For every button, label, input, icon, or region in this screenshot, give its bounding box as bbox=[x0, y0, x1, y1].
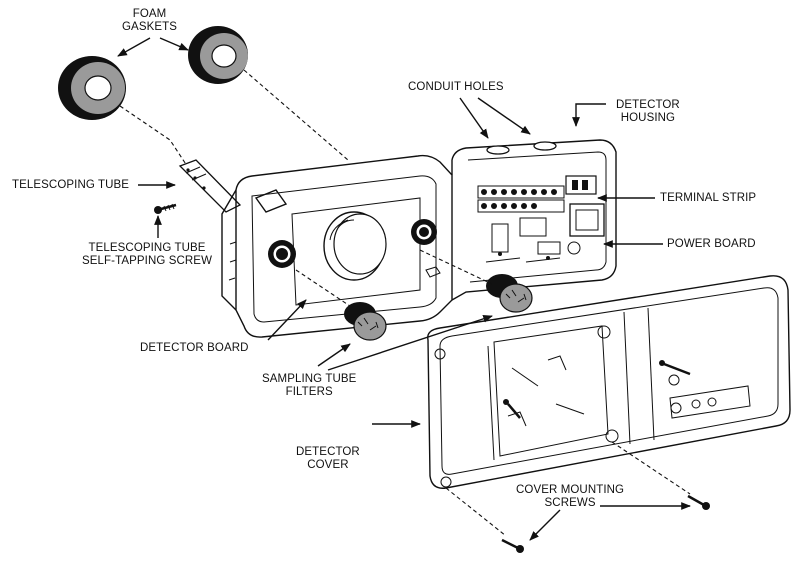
label-conduit-holes: CONDUIT HOLES bbox=[408, 81, 504, 93]
conduit-arrow-right bbox=[477, 97, 531, 135]
label-detector-housing: DETECTOR HOUSING bbox=[616, 99, 680, 124]
cover-screw-guide-right bbox=[611, 441, 691, 495]
label-sampling-tube-filters: SAMPLING TUBE FILTERS bbox=[262, 373, 357, 398]
terminal-compartment bbox=[451, 139, 617, 301]
label-foam-gaskets: FOAM GASKETS bbox=[122, 8, 178, 33]
sampling-tube-filter-right bbox=[486, 274, 533, 313]
telescoping-tube bbox=[178, 159, 242, 213]
mount-screw-arrow-left bbox=[529, 509, 561, 541]
label-cover-mounting-screws: COVER MOUNTING SCREWS bbox=[516, 484, 625, 509]
conduit-arrow-left bbox=[459, 97, 489, 139]
housing-arrow bbox=[572, 103, 606, 127]
filter-arrow-left bbox=[317, 343, 351, 367]
cover-mounting-screw-left bbox=[501, 538, 524, 553]
gasket-guide-right bbox=[243, 69, 349, 161]
foam-gasket-right bbox=[188, 26, 248, 84]
detector-housing-body bbox=[221, 154, 453, 338]
cover-mounting-screw-right bbox=[687, 494, 710, 510]
cover-screw-guide-left bbox=[445, 487, 507, 537]
cover-panel-screw bbox=[663, 362, 691, 376]
label-power-board: POWER BOARD bbox=[667, 238, 756, 250]
filter-guide-right bbox=[419, 249, 493, 285]
label-telescoping-tube: TELESCOPING TUBE bbox=[12, 179, 130, 191]
label-detector-board: DETECTOR BOARD bbox=[140, 342, 249, 354]
label-telescoping-tube-screw: TELESCOPING TUBE SELF-TAPPING SCREW bbox=[82, 242, 213, 267]
telescoping-tube-screw bbox=[154, 203, 177, 214]
detector-cover bbox=[427, 275, 791, 489]
label-terminal-strip: TERMINAL STRIP bbox=[660, 192, 757, 204]
detector-board-arrow bbox=[267, 299, 307, 341]
filter-guide-left bbox=[295, 269, 351, 307]
gasket-arrow-right bbox=[159, 37, 189, 51]
label-detector-cover: DETECTOR COVER bbox=[296, 446, 360, 471]
sampling-tube-filter-left bbox=[344, 302, 387, 341]
filter-arrow-right bbox=[327, 315, 493, 371]
foam-gasket-left bbox=[58, 56, 126, 120]
gasket-arrow-left bbox=[117, 37, 151, 57]
